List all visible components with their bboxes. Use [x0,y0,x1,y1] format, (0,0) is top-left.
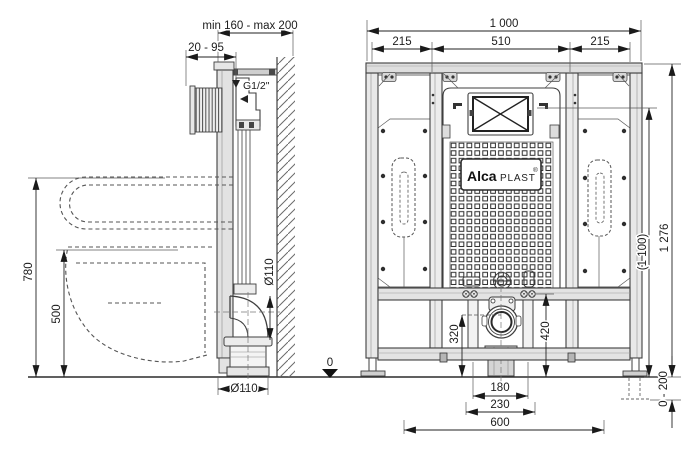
toilet-outline [59,176,233,363]
svg-text:Ø110: Ø110 [230,383,257,395]
frame-posts [365,72,643,359]
svg-text:420: 420 [540,321,552,340]
dim-overall-height: 1 276 [644,63,681,377]
dim-waste-diameter-side: Ø110 [263,257,278,340]
dim-waste-diameter-bottom: Ø110 [217,376,269,397]
waste-elbow [214,292,280,380]
dim-overall-width: 1 000 [366,17,642,61]
dim-waste-center-height: 320 [448,314,501,377]
cistern: Alca PLAST ® [440,87,561,293]
label-water-supply: G1/2" [243,80,270,92]
svg-text:Ø110: Ø110 [264,258,276,285]
svg-text:320: 320 [449,324,461,343]
outer-post-left [365,72,379,359]
supply-down-arrow-icon [232,80,240,88]
supply-left-arrow-icon [240,95,248,103]
side-clip-right [549,124,560,139]
dim-wall-clearance: min 160 - max 200 [201,19,299,62]
wall-bracket [232,68,278,76]
cistern-profile [235,77,261,290]
grab-slot-left [391,157,416,238]
svg-text:(1 100): (1 100) [637,234,649,271]
svg-text:600: 600 [490,417,509,429]
wing-panel-left [377,74,431,290]
svg-text:230: 230 [490,399,509,411]
toilet-bowl-outer [65,246,212,363]
wall-hatch [277,57,295,377]
toilet-seat-inner [69,184,233,223]
dim-control-panel-height: (1 100) [537,107,657,377]
logo-text-light: PLAST [500,173,536,184]
dim-flush-pipe-height: 420 [536,293,554,377]
dim-top-subdivisions: 215 510 215 [371,35,631,72]
control-opening [453,92,548,136]
dim-fixing-spacing: 230 [465,398,536,416]
svg-text:min 160 - max 200: min 160 - max 200 [202,20,297,32]
dimensions: min 160 - max 200 20 - 95 G1/2" 780 500 … [22,17,681,434]
logo-text-bold: Alca [467,168,497,184]
floor-level-arrow-icon [322,369,338,378]
wall-section [276,57,295,377]
bolt-pair-right [520,290,536,298]
lower-rail [377,347,631,363]
mounting-stud-right [522,299,534,353]
water-supply-hose [189,85,223,135]
wing-panel-right [577,74,631,290]
adjustable-feet [360,357,649,400]
dim-bowl-height: 500 [50,249,178,377]
outer-post-right [629,72,643,359]
dim-center-width: 510 [491,36,510,48]
dim-stud-spacing: 180 [472,362,529,400]
floor-level-marker: 0 [322,356,338,378]
side-view [59,57,295,380]
svg-text:0: 0 [327,357,333,369]
mounting-stud-left [467,299,479,353]
flush-connector [233,283,257,295]
svg-text:1 276: 1 276 [659,224,671,253]
latch-right-icon [539,103,548,109]
alcaplast-logo: Alca PLAST ® [460,158,542,191]
latch-left-icon [453,103,462,109]
toilet-bowl-inner [76,262,206,353]
logo-registered-mark: ® [533,166,538,174]
inner-post-left [429,72,443,349]
svg-text:1 000: 1 000 [490,18,519,30]
svg-text:0 - 200: 0 - 200 [658,371,670,407]
bolt-pair-left [462,290,478,298]
frame-post-side [213,61,235,374]
svg-text:180: 180 [490,382,509,394]
dim-feet-adjustment: 0 - 200 [650,356,681,428]
dim-right-offset: 215 [590,36,609,48]
inner-post-right [565,72,579,349]
cistern-tab [462,276,481,287]
svg-text:500: 500 [51,304,63,323]
svg-text:20 - 95: 20 - 95 [188,42,224,54]
grab-slot-right [587,159,612,237]
support-rail [377,287,631,301]
dim-feet-spacing: 600 [403,416,605,434]
rail-clips [378,72,630,89]
dim-left-offset: 215 [392,36,411,48]
svg-text:780: 780 [23,262,35,281]
top-rail [365,62,643,74]
overflow-stub [523,270,535,288]
dim-supply-protrusion: 20 - 95 [185,41,237,86]
dim-seat-height: 780 [22,177,165,377]
foot-extended-outline [621,378,649,400]
front-view: Alca PLAST ® [360,62,649,400]
